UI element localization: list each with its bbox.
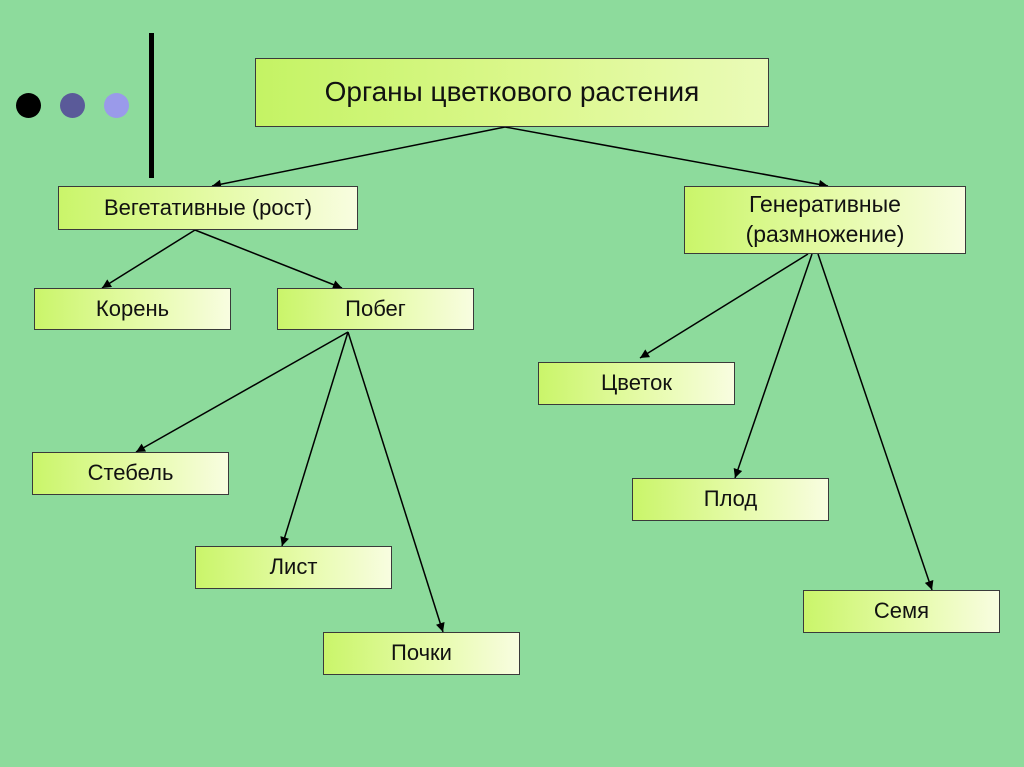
node-leaf: Лист: [195, 546, 392, 589]
node-buds: Почки: [323, 632, 520, 675]
node-generative: Генеративные (размножение): [684, 186, 966, 254]
arrow-generative-fruit: [733, 253, 813, 479]
decor-dot-slate: [60, 93, 85, 118]
arrow-shoot-buds: [347, 331, 445, 633]
arrow-generative-flower: [639, 253, 809, 359]
arrow-shoot-leaf: [280, 331, 349, 547]
decor-dot-lavender: [104, 93, 129, 118]
node-fruit: Плод: [632, 478, 829, 521]
node-stem: Стебель: [32, 452, 229, 495]
arrow-root-generative: [504, 126, 829, 189]
node-shoot: Побег: [277, 288, 474, 330]
node-root-organ: Корень: [34, 288, 231, 330]
arrow-generative-seed: [817, 253, 934, 591]
node-vegetative: Вегетативные (рост): [58, 186, 358, 230]
node-seed: Семя: [803, 590, 1000, 633]
decor-vertical-bar: [149, 33, 154, 178]
node-flower: Цветок: [538, 362, 735, 405]
arrow-root-vegetative: [211, 126, 506, 189]
decor-dot-black: [16, 93, 41, 118]
arrow-vegetative-root-organ: [101, 229, 196, 289]
arrow-shoot-stem: [135, 331, 349, 453]
node-root: Органы цветкового растения: [255, 58, 769, 127]
arrow-vegetative-shoot: [194, 229, 343, 289]
